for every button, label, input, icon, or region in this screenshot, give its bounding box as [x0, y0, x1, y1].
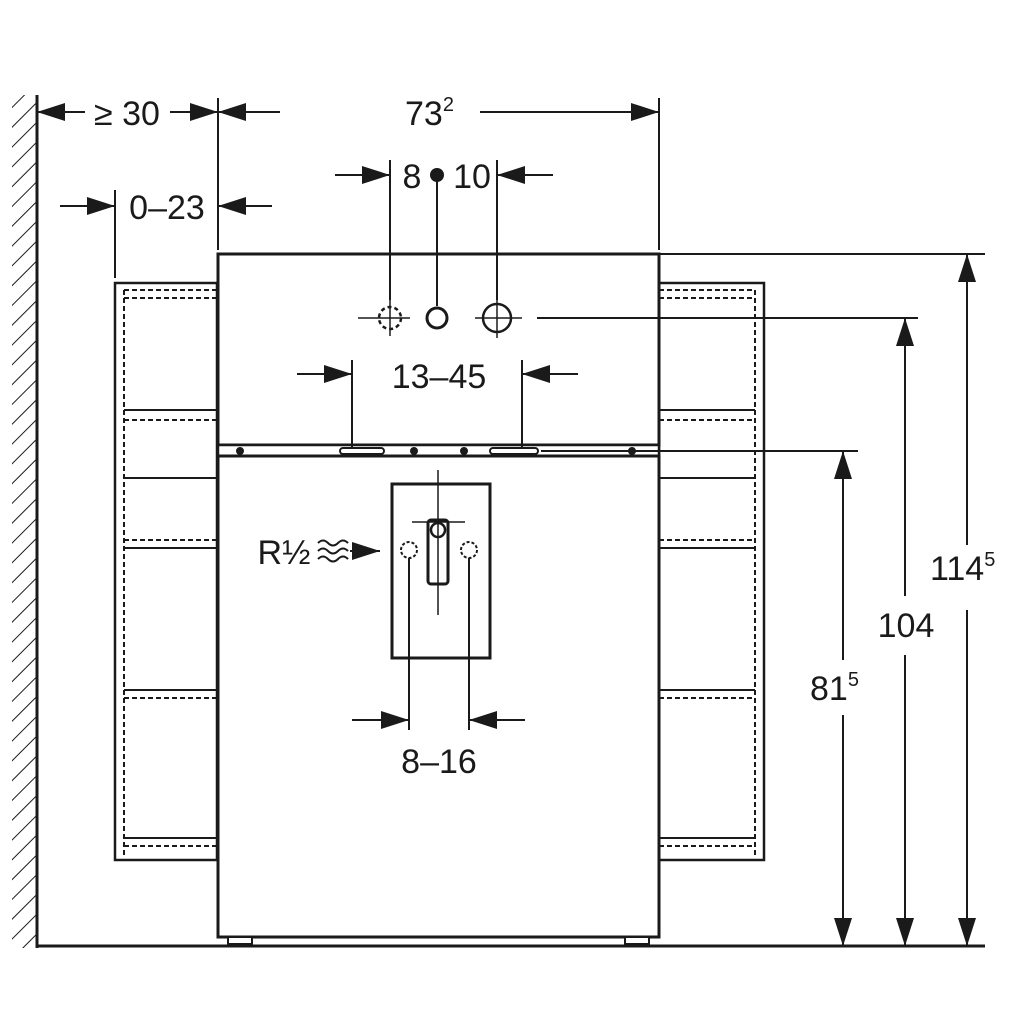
- dim-connector: R½: [258, 534, 311, 572]
- drain-housing: [390, 470, 492, 660]
- dim-height-total: 1145: [930, 549, 995, 588]
- tap-hole-center: [425, 306, 449, 330]
- dim-height-top: 104: [878, 607, 935, 645]
- dimension-lines: [37, 98, 985, 946]
- cabinet-body: [216, 454, 661, 939]
- dim-pipe-spacing: 8–16: [401, 743, 477, 781]
- dim-height-counter: 815: [810, 669, 859, 708]
- dim-wall-gap: ≥ 30: [94, 95, 160, 133]
- dim-tap-left: 8: [403, 158, 422, 196]
- right-shelf-unit: [657, 281, 766, 862]
- dim-tap-right: 10: [453, 158, 491, 196]
- right-foot: [624, 936, 650, 945]
- dim-shelf-offset: 0–23: [129, 189, 205, 227]
- dim-width-main: 732: [405, 94, 454, 133]
- tap-holes: [358, 300, 522, 338]
- countertop-slots: [236, 447, 636, 455]
- washbasin-top: [216, 252, 661, 447]
- wall-hatching: [12, 95, 36, 948]
- centre-tap-marker: [430, 168, 444, 182]
- left-foot: [227, 936, 253, 945]
- vanity-cabinet: [216, 252, 661, 945]
- dim-hole-range: 13–45: [392, 358, 487, 396]
- left-shelf-unit: [113, 281, 219, 862]
- water-inlet-symbol: [317, 539, 380, 563]
